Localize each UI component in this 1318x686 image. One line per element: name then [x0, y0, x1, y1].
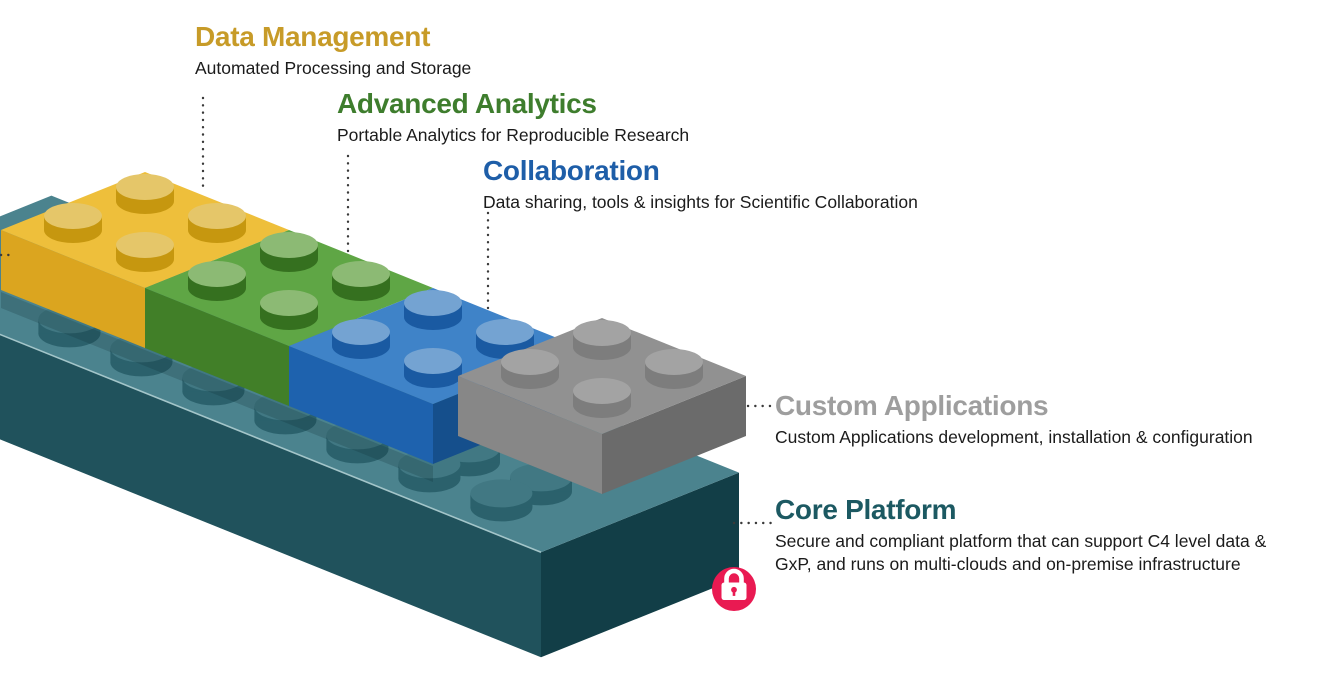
layer-description-collaboration: Data sharing, tools & insights for Scien… [483, 192, 918, 213]
layer-title-collaboration: Collaboration [483, 155, 660, 186]
layer-description-core-platform: Secure and compliant platform that can s… [775, 531, 1267, 575]
layer-description-data-management: Automated Processing and Storage [195, 58, 472, 79]
layer-label-advanced-analytics: Advanced Analytics Portable Analytics fo… [337, 88, 689, 147]
lock-icon [712, 567, 756, 611]
layer-description-advanced-analytics: Portable Analytics for Reproducible Rese… [337, 125, 690, 146]
layer-description-custom-applications: Custom Applications development, install… [775, 427, 1253, 448]
layer-title-custom-applications: Custom Applications [775, 390, 1049, 421]
brick-custom-applications [458, 318, 746, 494]
layer-label-data-management: Data Management Automated Processing and… [195, 21, 471, 80]
layer-title-data-management: Data Management [195, 21, 431, 52]
layer-title-core-platform: Core Platform [775, 494, 957, 525]
layer-label-custom-applications: Custom Applications Custom Applications … [775, 390, 1253, 449]
base-edge-highlight [0, 333, 542, 554]
layer-label-collaboration: Collaboration Data sharing, tools & insi… [483, 155, 918, 214]
leader-lines [0, 96, 773, 525]
layer-title-advanced-analytics: Advanced Analytics [337, 88, 597, 119]
layer-label-core-platform: Core Platform Secure and compliant platf… [775, 494, 1297, 576]
brick-data-management [1, 172, 289, 348]
strip-shadow [1, 292, 433, 482]
